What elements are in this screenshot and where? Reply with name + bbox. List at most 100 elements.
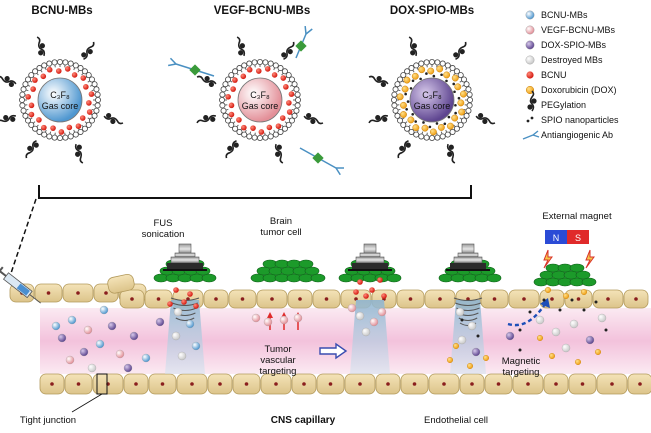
bcnu-dot bbox=[289, 91, 295, 97]
cell-nucleus bbox=[157, 297, 161, 301]
spio-dot bbox=[412, 79, 415, 82]
peg-chain-icon bbox=[223, 138, 241, 160]
spio-dot bbox=[571, 299, 574, 302]
spio-dot bbox=[411, 113, 414, 116]
microbubble-particle bbox=[586, 336, 594, 344]
spio-dot bbox=[452, 83, 455, 86]
bcnu-dot bbox=[59, 129, 65, 135]
microbubble-particle bbox=[280, 316, 288, 324]
gas-core-formula: C₃F₈ bbox=[422, 90, 442, 100]
legend-label: BCNU bbox=[541, 70, 567, 80]
peg-chain-icon bbox=[195, 73, 217, 88]
white-sphere bbox=[526, 56, 534, 64]
blue-sphere bbox=[526, 11, 534, 19]
dox-dot bbox=[412, 73, 418, 79]
spio-dot bbox=[477, 335, 480, 338]
bcnu-dot bbox=[287, 109, 293, 115]
spio-dot bbox=[445, 80, 448, 83]
bcnu-dot bbox=[267, 125, 273, 131]
cell-nucleus bbox=[50, 382, 54, 386]
bracket bbox=[39, 185, 471, 198]
spio-dot bbox=[605, 329, 608, 332]
bcnu-dot bbox=[56, 68, 62, 74]
legend-label: Antiangiogenic Ab bbox=[541, 130, 613, 140]
microbubble-particle bbox=[178, 352, 186, 360]
bcnu-dot bbox=[381, 293, 387, 299]
cell-nucleus bbox=[76, 291, 80, 295]
microbubble-particle bbox=[468, 322, 476, 330]
dox-dot bbox=[453, 343, 459, 349]
bcnu-dot bbox=[173, 287, 179, 293]
peg-chain-icon bbox=[23, 138, 41, 160]
microbubble-particle bbox=[80, 348, 88, 356]
legend-label: Destroyed MBs bbox=[541, 55, 603, 65]
gas-core bbox=[238, 78, 282, 122]
bcnu-dot bbox=[276, 123, 282, 129]
bcnu-dot bbox=[229, 103, 235, 109]
bcnu-dot bbox=[280, 115, 286, 121]
peg-chain-icon bbox=[395, 138, 413, 160]
microbubble-particle bbox=[116, 350, 124, 358]
bcnu-dot bbox=[181, 299, 187, 305]
cell-nucleus bbox=[270, 297, 274, 301]
mb-title-dox-spio: DOX-SPIO-MBs bbox=[390, 5, 474, 17]
bcnu-dot bbox=[30, 86, 36, 92]
bcnu-dot bbox=[40, 73, 46, 79]
gas-core-formula: C₃F₈ bbox=[250, 90, 270, 100]
spio-dot bbox=[461, 319, 464, 322]
gas-core bbox=[410, 78, 454, 122]
bcnu-dot bbox=[363, 293, 369, 299]
tight-junction-pointer bbox=[72, 394, 102, 412]
legend-label: BCNU-MBs bbox=[541, 10, 588, 20]
microbubble-particle bbox=[378, 308, 386, 316]
spio-dot bbox=[407, 100, 410, 103]
dox-dot bbox=[595, 349, 601, 355]
fus-transducer-icon bbox=[163, 244, 207, 271]
bcnu-dot bbox=[240, 73, 246, 79]
dox-dot bbox=[408, 117, 414, 123]
microbubble-particle bbox=[68, 316, 76, 324]
dox-dot bbox=[563, 293, 569, 299]
microbubble-particle bbox=[142, 354, 150, 362]
cell-nucleus bbox=[358, 382, 362, 386]
legend-label: SPIO nanoparticles bbox=[541, 115, 619, 125]
spio-dot bbox=[429, 126, 432, 129]
peg-chain-icon bbox=[33, 35, 48, 57]
microbubble-particle bbox=[552, 328, 560, 336]
dox-dot bbox=[483, 355, 489, 361]
spio-dot bbox=[425, 72, 428, 75]
bcnu-dot bbox=[230, 86, 236, 92]
bcnu-dot bbox=[32, 77, 38, 83]
microbubble-particle bbox=[172, 332, 180, 340]
tumor-cluster bbox=[251, 260, 325, 282]
dox-dot bbox=[422, 125, 428, 131]
microbubble-particle bbox=[456, 308, 464, 316]
cell-nucleus bbox=[77, 382, 81, 386]
bcnu-dot bbox=[83, 84, 89, 90]
peg-chain-icon bbox=[195, 112, 217, 127]
bcnu-dot bbox=[87, 109, 93, 115]
peg-chain-icon bbox=[405, 35, 420, 57]
spio-dot bbox=[454, 112, 457, 115]
legend-item-white-sphere: Destroyed MBs bbox=[526, 55, 603, 65]
cell-nucleus bbox=[409, 297, 413, 301]
dox-dot bbox=[400, 111, 406, 117]
cell-nucleus bbox=[329, 382, 333, 386]
spio-dot bbox=[527, 120, 530, 123]
legend-item-spio-dots: SPIO nanoparticles bbox=[527, 115, 619, 125]
dox-dot bbox=[447, 123, 453, 129]
cell-nucleus bbox=[298, 297, 302, 301]
legend-item-pink-sphere: VEGF-BCNU-MBs bbox=[526, 25, 616, 35]
spio-dot bbox=[448, 116, 451, 119]
bcnu-dot bbox=[67, 125, 73, 131]
antibody-icon bbox=[168, 58, 214, 76]
dox-dot bbox=[402, 86, 408, 92]
peg-chain-icon bbox=[0, 73, 17, 88]
spio-dot bbox=[583, 309, 586, 312]
spio-dot bbox=[444, 122, 447, 125]
cell-nucleus bbox=[581, 382, 585, 386]
